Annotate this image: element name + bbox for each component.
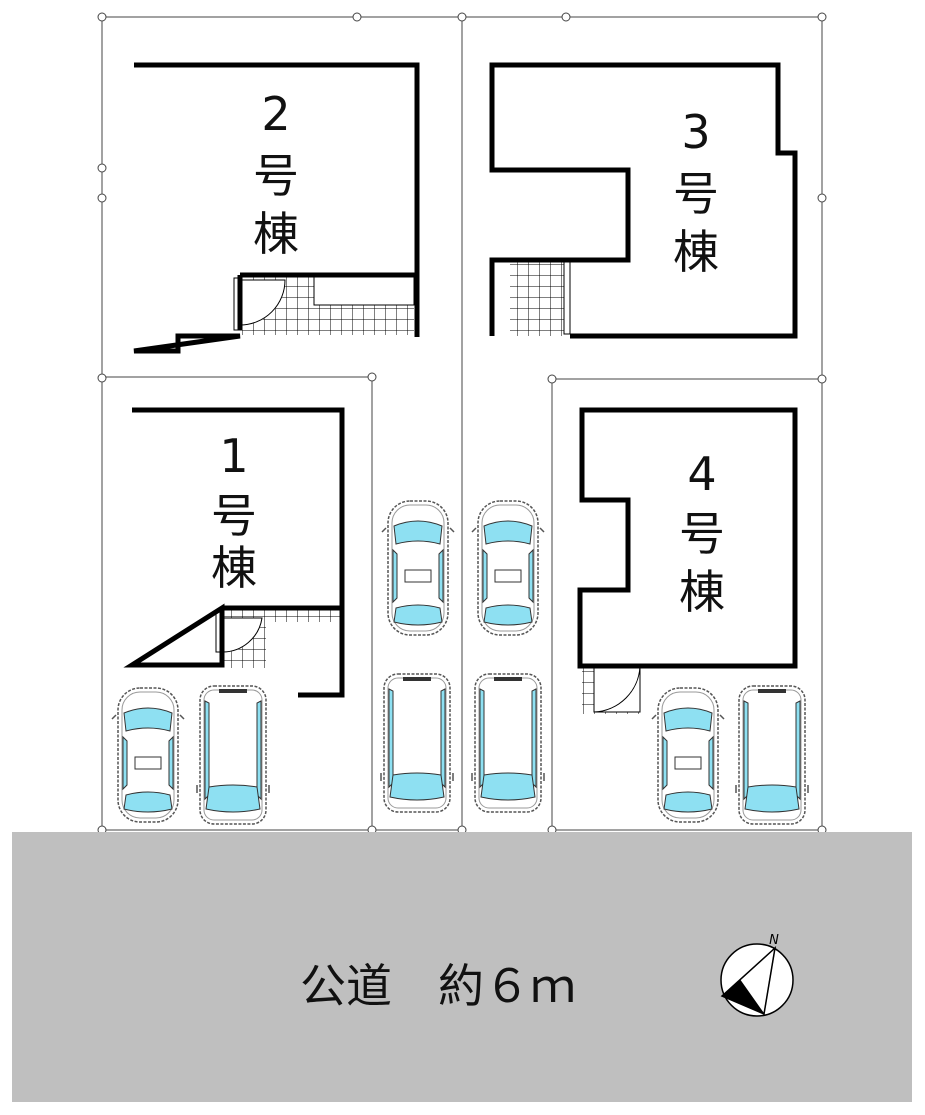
svg-text:号: 号 (673, 167, 719, 221)
building-1 (123, 407, 345, 698)
svg-text:2: 2 (261, 87, 290, 141)
svg-text:棟: 棟 (679, 565, 725, 619)
building-3 (489, 62, 798, 339)
building-1-label: 1 号 棟 (211, 429, 257, 595)
car-sedan (381, 500, 455, 636)
svg-text:棟: 棟 (253, 207, 299, 261)
svg-text:棟: 棟 (211, 541, 257, 595)
car-van (380, 673, 454, 813)
svg-text:1: 1 (219, 429, 248, 483)
car-van (471, 673, 545, 813)
building-2 (133, 62, 420, 354)
north-label: N (769, 933, 779, 948)
svg-text:棟: 棟 (673, 225, 719, 279)
compass-icon: N (720, 933, 794, 1017)
building-2-label: 2 号 棟 (253, 87, 299, 261)
boundary-markers (97, 12, 827, 835)
road-label: 公道 約６ｍ (300, 959, 576, 1013)
building-3-label: 3 号 棟 (673, 105, 719, 279)
car-sedan (651, 687, 725, 823)
car-van (735, 685, 809, 825)
svg-text:号: 号 (211, 489, 257, 543)
svg-text:3: 3 (681, 105, 710, 159)
car-van (196, 685, 270, 825)
car-sedan (111, 687, 185, 823)
svg-text:号: 号 (679, 507, 725, 561)
svg-text:4: 4 (687, 447, 716, 501)
svg-text:号: 号 (253, 149, 299, 203)
building-4-label: 4 号 棟 (679, 447, 725, 619)
car-sedan (471, 500, 545, 636)
building-4 (577, 407, 798, 714)
